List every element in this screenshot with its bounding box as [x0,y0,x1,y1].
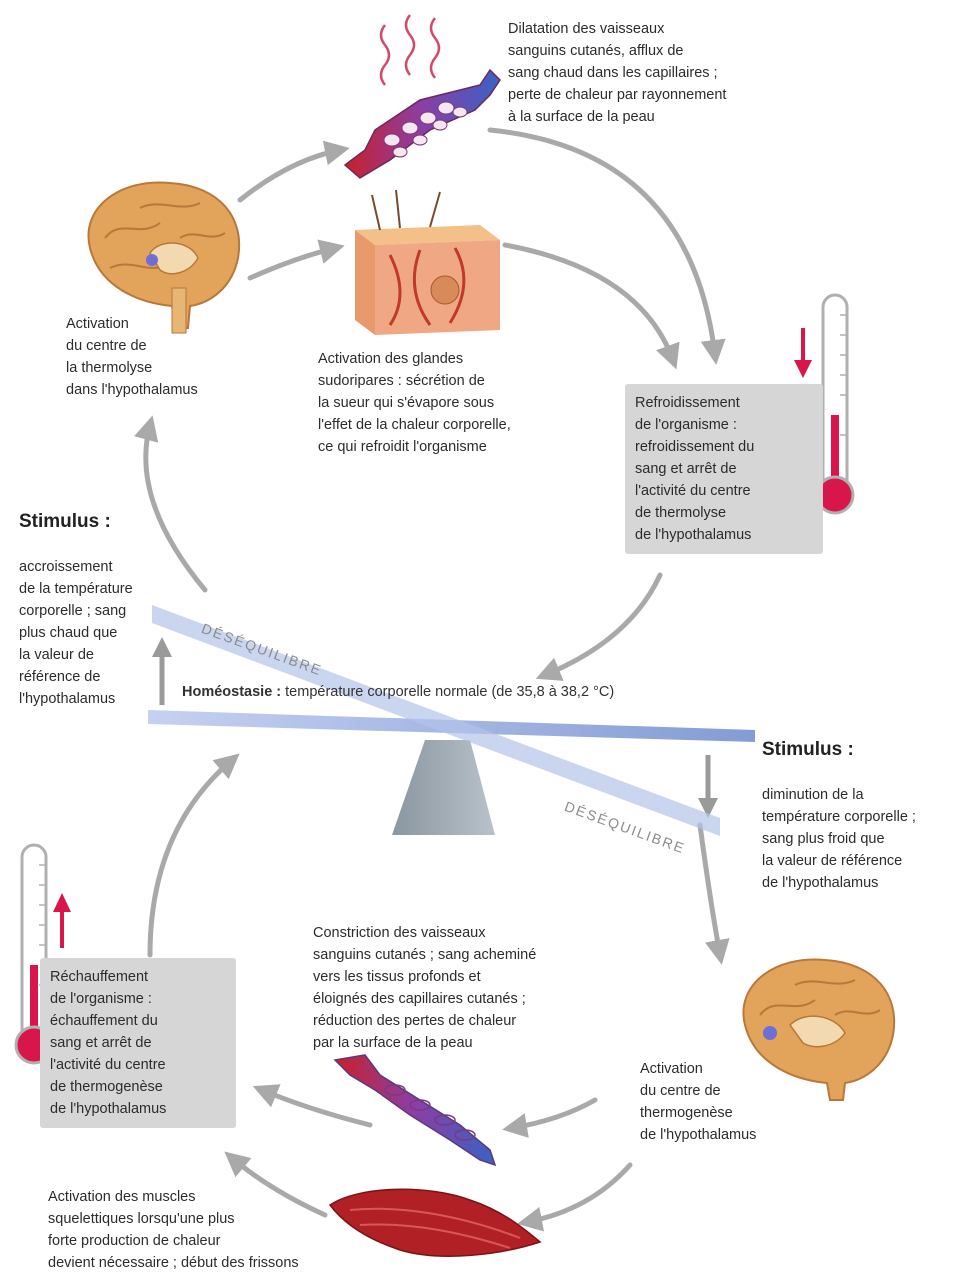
cooling-box: Refroidissement de l'organisme : refroid… [625,384,823,554]
arrow-up-icon [53,893,71,948]
brain-icon [743,959,894,1100]
arrow-imbalance-to-brain [700,825,720,955]
sweat-glands-text: Activation des glandes sudoripares : séc… [318,348,511,458]
arrow-down-icon [794,328,812,378]
stimulus-high: Stimulus : accroissement de la températu… [19,488,133,710]
arrow-brain-to-vessels [240,150,340,200]
stimulus-high-title: Stimulus : [19,510,133,534]
arrow-brain-to-muscles [527,1165,630,1222]
vessels-dilated-icon [345,70,500,178]
arrow-stimulus-to-brain [146,425,205,590]
heat-waves-icon [381,15,439,85]
arrow-warming-to-homeostasis [150,760,232,955]
stimulus-high-text: accroissement de la température corporel… [19,559,133,707]
vasodilation-text: Dilatation des vaisseaux sanguins cutané… [508,18,726,128]
vasoconstriction-text: Constriction des vaisseaux sanguins cuta… [313,922,536,1054]
homeostasis-title: Homéostasie : [182,684,281,700]
skin-block-icon [355,190,500,335]
warming-box: Réchauffement de l'organisme : échauffem… [40,958,236,1128]
homeostasis-text: température corporelle normale (de 35,8 … [285,684,614,700]
thermogenesis-activation-text: Activation du centre de thermogenèse de … [640,1058,756,1146]
brain-icon [88,182,239,333]
arrow-brain-to-skin [250,248,335,278]
muscle-icon [330,1189,540,1256]
stimulus-low-title: Stimulus : [762,738,916,762]
arrow-skin-to-cooling [505,245,673,360]
muscles-text: Activation des muscles squelettiques lor… [48,1186,299,1274]
arrow-vessels-to-cooling [490,130,715,355]
stimulus-low: Stimulus : diminution de la température … [762,716,916,894]
arrow-constriction-to-warming [262,1090,370,1125]
arrow-brain-to-constriction [512,1100,595,1128]
thermolysis-activation-text: Activation du centre de la thermolyse da… [66,313,198,401]
homeostasis-label: Homéostasie : température corporelle nor… [182,684,614,700]
arrow-cooling-to-homeostasis [545,575,660,675]
vessels-constricted-icon [335,1055,495,1165]
stimulus-low-text: diminution de la température corporelle … [762,787,916,891]
fulcrum [392,740,495,835]
